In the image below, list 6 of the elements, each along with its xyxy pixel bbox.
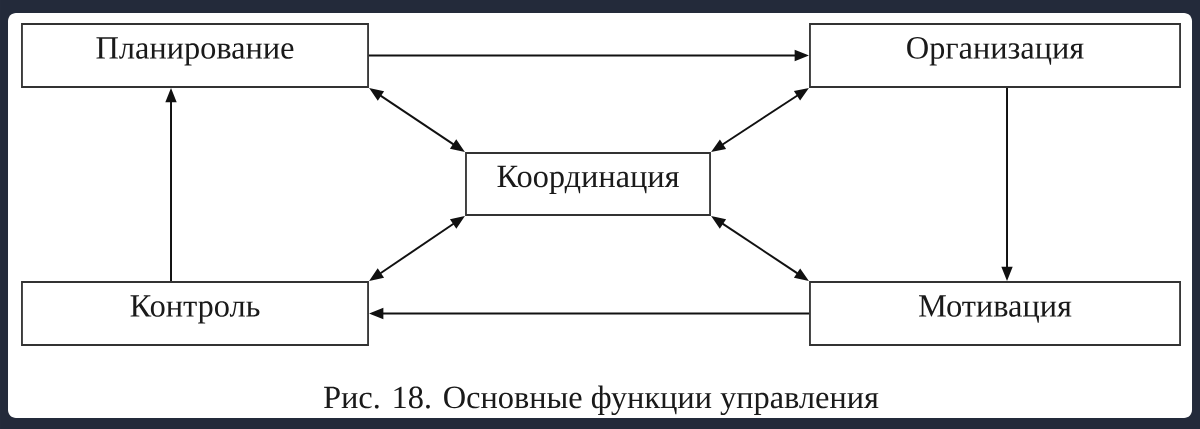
process-box: Планирование [21,23,369,88]
process-box: Контроль [21,281,369,346]
process-box: Организация [809,23,1181,88]
process-box: Координация [465,152,711,216]
caption: Рис. 18. Основные функции управления [324,385,879,415]
process-box: Мотивация [809,281,1181,346]
